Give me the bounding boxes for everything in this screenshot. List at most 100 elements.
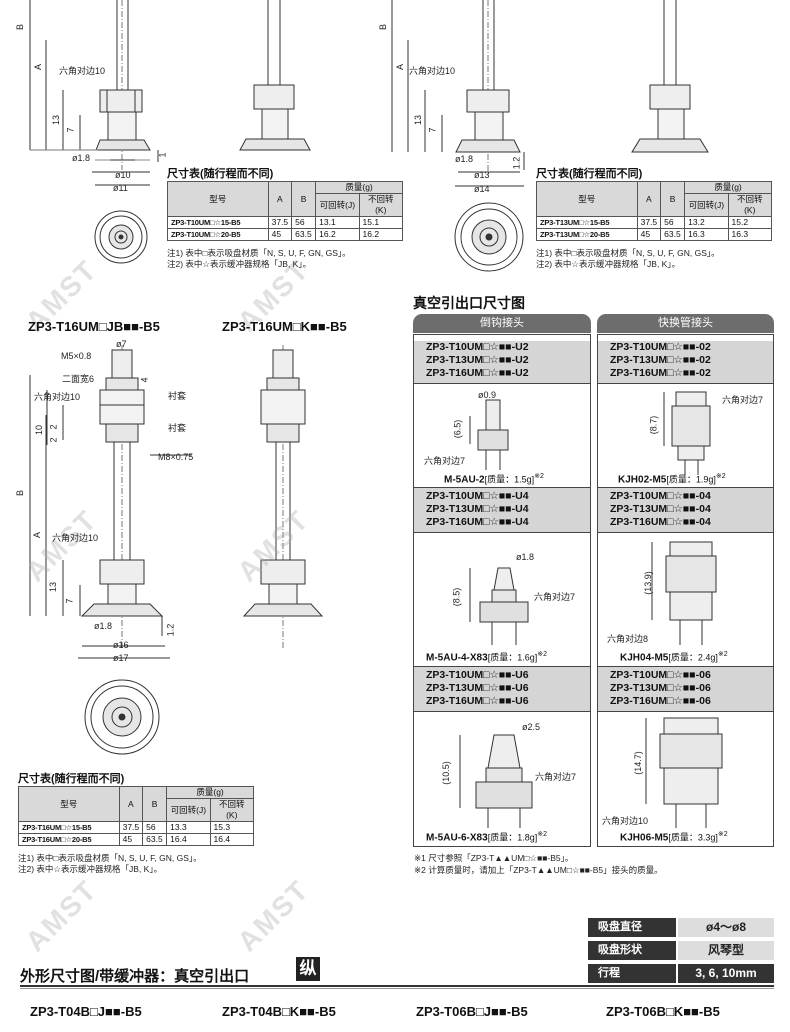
badge-label: 行程: [588, 964, 676, 983]
dim-85: (8.5): [451, 587, 462, 607]
cell-b: 63.5: [660, 228, 686, 241]
dim-147: (14.7): [632, 751, 643, 775]
dim-phi11: ø11: [113, 183, 128, 193]
dim-13: 13: [413, 114, 424, 126]
label-liner2: 衬套: [168, 423, 187, 433]
dim-hex7b: 六角对边7: [534, 592, 576, 602]
dim-12: 1.2: [511, 156, 522, 170]
table-title: 尺寸表(随行程而不同): [536, 168, 643, 180]
dim-hex10: 六角对边10: [602, 816, 649, 826]
section-rule: [20, 985, 774, 987]
note-2: 注2) 表中☆表示缓冲器规格「JB, K」。: [167, 259, 312, 269]
drawing-t13-side: [391, 0, 709, 187]
th-mass: 质量(g): [684, 181, 772, 194]
fitting-m5au6: [459, 734, 533, 828]
cell-k: 15.2: [727, 216, 773, 229]
model-title: ZP3-T04B□K■■-B5: [222, 1004, 336, 1019]
dim-phi14: ø14: [474, 184, 490, 194]
table-row: ZP3-T10UM□☆15-B5 37.5 56 13.1 15.1: [167, 216, 404, 229]
section-title: 外形尺寸图/带缓冲器：真空引出口: [20, 968, 250, 985]
cell-a: 45: [267, 228, 293, 241]
drawing-top-left-tube2: [239, 0, 311, 151]
part-m5au2: M-5AU-2[质量：1.5g]※2: [444, 473, 544, 486]
dim-b: B: [378, 23, 389, 31]
cell-model: ZP3-T16UM□☆15-B5: [18, 821, 120, 834]
cell-k: 15.1: [358, 216, 404, 229]
cell-j: 13.1: [315, 216, 360, 229]
cell-b: 56: [142, 821, 168, 834]
dim-a: A: [395, 63, 406, 71]
table-title: 尺寸表(随行程而不同): [167, 168, 274, 180]
dim-phi18: ø1.8: [72, 153, 91, 163]
label-hex10b: 六角对边10: [52, 533, 99, 543]
table-row: ZP3-T16UM□☆15-B5 37.5 56 13.3 15.3: [18, 821, 255, 834]
note-1: 注1) 表中□表示吸盘材质「N, S, U, F, GN, GS」。: [536, 248, 720, 258]
cell-j: 13.3: [166, 821, 211, 834]
dim-phi18: ø1.8: [455, 154, 474, 164]
cell-j: 13.2: [684, 216, 729, 229]
dim-1: 1: [157, 152, 168, 158]
vertical-badge: 纵: [296, 957, 320, 981]
th-rot: 可回转(J): [166, 798, 211, 822]
dim-b: B: [15, 23, 26, 31]
cell-model: ZP3-T10UM□☆15-B5: [167, 216, 269, 229]
hex-label: 六角对边10: [59, 66, 106, 76]
cell-k: 16.4: [209, 833, 255, 846]
label-two-face: 二面宽6: [62, 374, 95, 384]
cell-b: 63.5: [142, 833, 168, 846]
th-norot: 不回转(K): [209, 798, 255, 822]
model-title-jb: ZP3-T16UM□JB■■-B5: [28, 319, 160, 334]
quick-column: [597, 334, 774, 847]
label-2: 2: [48, 424, 59, 430]
dim-87: (8.7): [648, 415, 659, 435]
barb-models-u6: ZP3-T10UM□☆■■-U6 ZP3-T13UM□☆■■-U6 ZP3-T1…: [414, 666, 590, 712]
th-b: B: [291, 181, 317, 217]
dim-phi09: ø0.9: [478, 390, 497, 400]
fitting-m5au2: [469, 399, 509, 470]
label-2b: 2: [48, 437, 59, 443]
badge-value: 风琴型: [678, 941, 774, 960]
drawing-t13-bottom: [454, 202, 524, 272]
label-12: 1.2: [165, 623, 176, 637]
label-m8: M8×0.75: [158, 452, 194, 462]
dim-7: 7: [65, 127, 76, 133]
model-title: ZP3-T06B□K■■-B5: [606, 1004, 720, 1019]
badge-stroke: 行程 3, 6, 10mm: [588, 964, 774, 983]
part-m5au4: M-5AU-4-X83[质量：1.6g]※2: [426, 651, 547, 664]
fitting-kjh02: [663, 391, 711, 475]
fitting-m5au4: [469, 567, 529, 645]
cell-a: 37.5: [267, 216, 293, 229]
section-rule-thin: [20, 988, 774, 989]
th-mass: 质量(g): [315, 181, 403, 194]
th-model: 型号: [18, 786, 120, 822]
table-row: ZP3-T10UM□☆20-B5 45 63.5 16.2 16.2: [167, 228, 404, 241]
cell-a: 37.5: [118, 821, 144, 834]
col-barb-header: 倒钩接头: [413, 314, 591, 333]
th-b: B: [142, 786, 168, 822]
barb-models-u4: ZP3-T10UM□☆■■-U4 ZP3-T13UM□☆■■-U4 ZP3-T1…: [414, 487, 590, 533]
cell-b: 63.5: [291, 228, 317, 241]
th-mass: 质量(g): [166, 786, 254, 799]
part-m5au6: M-5AU-6-X83[质量：1.8g]※2: [426, 831, 547, 844]
cell-b: 56: [291, 216, 317, 229]
footnote-1: ※1 尺寸参照「ZP3-T▲▲UM□☆■■-B5」。: [414, 853, 574, 863]
barb-models-u2: ZP3-T10UM□☆■■-U2 ZP3-T13UM□☆■■-U2 ZP3-T1…: [414, 341, 590, 384]
dim-hex7: 六角对边7: [424, 456, 466, 466]
label-phi7: ø7: [116, 339, 127, 349]
badge-shape: 吸盘形状 风琴型: [588, 941, 774, 960]
dim-139: (13.9): [642, 571, 653, 595]
part-kjh02: KJH02-M5[质量：1.9g]※2: [618, 473, 726, 486]
cell-k: 15.3: [209, 821, 255, 834]
drawing-t16-bottom: [84, 679, 160, 755]
table-row: ZP3-T16UM□☆20-B5 45 63.5 16.4 16.4: [18, 833, 255, 846]
model-title: ZP3-T06B□J■■-B5: [416, 1004, 528, 1019]
cell-a: 45: [636, 228, 662, 241]
note-2: 注2) 表中☆表示缓冲器规格「JB, K」。: [536, 259, 681, 269]
size-table-t10: 型号 A B 质量(g) 可回转(J) 不回转(K) ZP3-T10UM□☆15…: [167, 181, 404, 241]
dim-phi10: ø10: [115, 170, 131, 180]
quick-models-06: ZP3-T10UM□☆■■-06 ZP3-T13UM□☆■■-06 ZP3-T1…: [598, 666, 773, 712]
th-a: A: [267, 181, 293, 217]
cell-model: ZP3-T16UM□☆20-B5: [18, 833, 120, 846]
fitting-kjh04: [651, 541, 717, 645]
